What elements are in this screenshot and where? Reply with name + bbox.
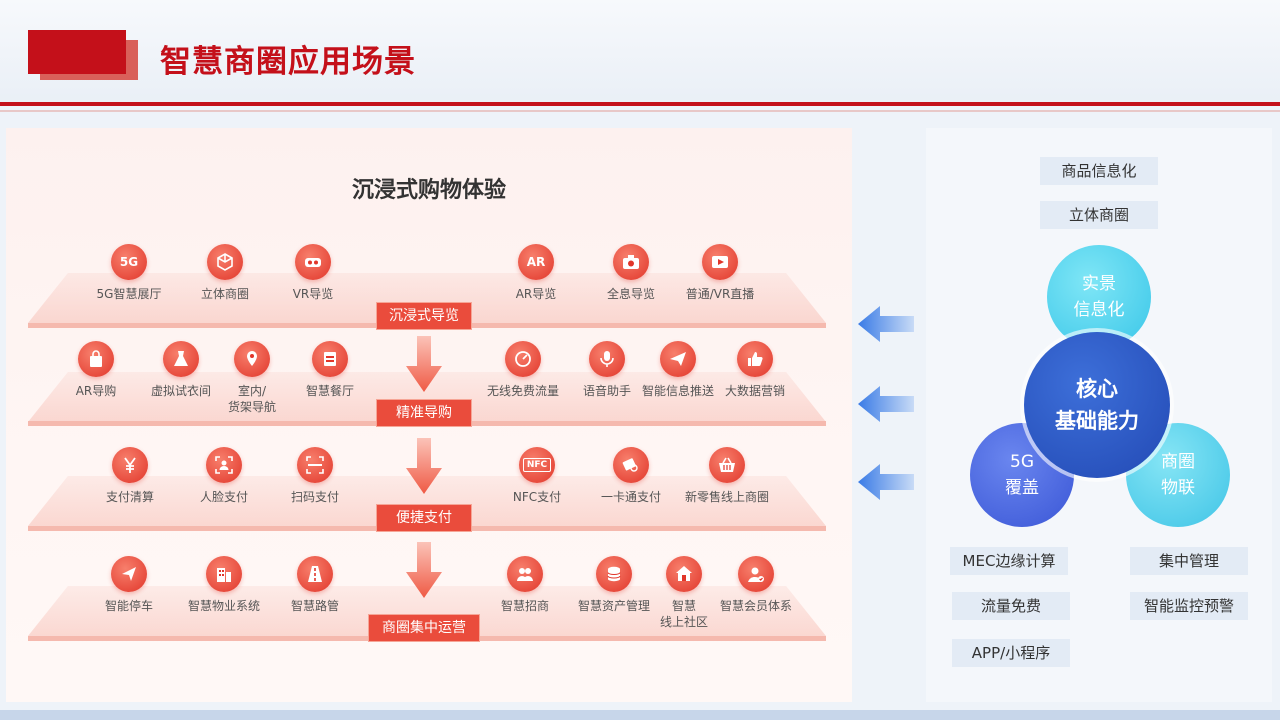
tag-centralized-management: 集中管理 — [1130, 547, 1248, 575]
stage-centralized-operation: 商圈集中运营 — [368, 614, 480, 642]
gauge-icon — [505, 341, 541, 377]
item-smart-push: 智能信息推送 — [628, 341, 728, 399]
item-smart-parking: 智能停车 — [79, 556, 179, 614]
qr-scan-icon — [297, 447, 333, 483]
item-payment-clearing: 支付清算 — [80, 447, 180, 505]
yen-icon — [112, 447, 148, 483]
nfc-icon: NFC — [519, 447, 555, 483]
header-divider-shadow — [0, 110, 1280, 112]
camera-icon — [613, 244, 649, 280]
item-indoor-navigation: 室内/货架导航 — [202, 341, 302, 415]
tag-mec-edge-computing: MEC边缘计算 — [950, 547, 1068, 575]
road-icon — [297, 556, 333, 592]
restaurant-icon — [312, 341, 348, 377]
immersive-shopping-panel: 沉浸式购物体验 沉浸式导览 精准导购 便捷支付 商圈集中运营 5G 5G智慧展厅… — [6, 128, 852, 702]
dress-icon — [163, 341, 199, 377]
map-pin-icon — [234, 341, 270, 377]
thumbs-up-icon — [737, 341, 773, 377]
panel-title: 沉浸式购物体验 — [351, 178, 506, 203]
vr-headset-icon — [295, 244, 331, 280]
item-vr-live: 普通/VR直播 — [670, 244, 770, 302]
item-new-retail-online-mall: 新零售线上商圈 — [677, 447, 777, 505]
item-nfc-payment: NFC NFC支付 — [487, 447, 587, 505]
left-arrow-icon — [858, 464, 914, 500]
navigation-icon — [111, 556, 147, 592]
page-title: 智慧商圈应用场景 — [160, 44, 416, 80]
footer-bar — [0, 710, 1280, 720]
tag-free-traffic: 流量免费 — [952, 592, 1070, 620]
item-face-payment: 人脸支付 — [174, 447, 274, 505]
stage-easy-payment: 便捷支付 — [376, 504, 472, 532]
item-free-wifi-traffic: 无线免费流量 — [473, 341, 573, 399]
basket-icon — [709, 447, 745, 483]
down-arrow-icon — [406, 542, 442, 598]
item-smart-asset-management: 智慧资产管理 — [564, 556, 664, 614]
microphone-icon — [589, 341, 625, 377]
header-divider — [0, 102, 1280, 106]
item-ar-guide: AR导购 — [46, 341, 146, 399]
tag-3d-mall: 立体商圈 — [1040, 201, 1158, 229]
5g-icon: 5G — [111, 244, 147, 280]
circle-core-capability: 核心基础能力 — [1024, 332, 1170, 478]
item-5g-showroom: 5G 5G智慧展厅 — [79, 244, 179, 302]
home-icon — [666, 556, 702, 592]
building-icon — [206, 556, 242, 592]
stage-precise-guide: 精准导购 — [376, 399, 472, 427]
item-smart-membership: 智慧会员体系 — [706, 556, 806, 614]
item-smart-restaurant: 智慧餐厅 — [280, 341, 380, 399]
video-icon — [702, 244, 738, 280]
item-smart-road-management: 智慧路管 — [265, 556, 365, 614]
face-scan-icon — [206, 447, 242, 483]
item-card-payment: 一卡通支付 — [581, 447, 681, 505]
item-smart-property: 智慧物业系统 — [174, 556, 274, 614]
tag-smart-monitoring-alert: 智能监控预警 — [1130, 592, 1248, 620]
tag-product-informatization: 商品信息化 — [1040, 157, 1158, 185]
title-decoration-front — [28, 30, 126, 74]
tag-app-miniprogram: APP/小程序 — [952, 639, 1070, 667]
coins-icon — [596, 556, 632, 592]
stage-immersive-tour: 沉浸式导览 — [376, 302, 472, 330]
member-icon — [738, 556, 774, 592]
item-ar-tour: AR AR导览 — [486, 244, 586, 302]
left-arrow-icon — [858, 306, 914, 342]
shopping-bag-icon — [78, 341, 114, 377]
people-icon — [507, 556, 543, 592]
item-smart-investment: 智慧招商 — [475, 556, 575, 614]
ar-icon: AR — [518, 244, 554, 280]
item-vr-tour: VR导览 — [263, 244, 363, 302]
item-qr-payment: 扫码支付 — [265, 447, 365, 505]
card-tap-icon — [613, 447, 649, 483]
cube-icon — [207, 244, 243, 280]
circle-realscene-informatization: 实景信息化 — [1047, 245, 1151, 349]
item-hologram-tour: 全息导览 — [581, 244, 681, 302]
item-voice-assistant: 语音助手 — [557, 341, 657, 399]
header: 智慧商圈应用场景 — [0, 0, 1280, 112]
item-smart-online-community: 智慧线上社区 — [634, 556, 734, 630]
left-arrow-icon — [858, 386, 914, 422]
item-big-data-marketing: 大数据营销 — [705, 341, 805, 399]
item-3d-mall: 立体商圈 — [175, 244, 275, 302]
item-virtual-fitting-room: 虚拟试衣间 — [131, 341, 231, 399]
down-arrow-icon — [406, 336, 442, 392]
send-icon — [660, 341, 696, 377]
down-arrow-icon — [406, 438, 442, 494]
